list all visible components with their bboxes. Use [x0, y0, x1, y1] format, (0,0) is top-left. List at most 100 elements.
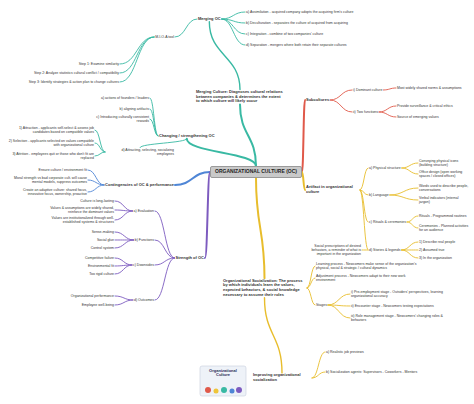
leaf-topic: 1) Attraction - applicants self-select &… [7, 125, 95, 134]
topic-text: Social prescriptions of desired behavior… [305, 244, 361, 256]
leaf-topic: Moral strength vs bad corporate cult. wi… [8, 175, 88, 184]
branch-line [115, 201, 133, 211]
topic-text: a) actions of founders / leaders [101, 96, 149, 100]
leaf-topic: Step 1: Examine similarity [78, 61, 120, 66]
topic-text: Provide surveillance & critical ethics [397, 104, 453, 108]
topic-text: Step 3: Identify strategies & action pla… [29, 80, 119, 84]
leaf-topic: c) Integration - combine of two companie… [245, 31, 324, 36]
topic-text: d) Attracting, selecting, socializing em… [106, 148, 174, 156]
leaf-topic: b) Functions [134, 237, 155, 242]
branch-line [222, 12, 245, 19]
branch-line [95, 143, 105, 152]
leaf-topic: 3) Attrition - employees quit or those w… [7, 151, 95, 160]
topic-text: Learning process - Newcomers make sense … [316, 262, 419, 270]
topic-text: Source of emerging values [397, 115, 439, 119]
leaf-topic: c) Rituals & ceremonies [368, 219, 407, 224]
topic-text: b) aligning artifacts [120, 107, 149, 111]
logo-dot [230, 389, 235, 394]
leaf-topic: 2) Selection - applicants selected on va… [7, 138, 95, 147]
branch-line [312, 372, 325, 378]
topic-text: c) Downsides [133, 263, 154, 267]
topic-text: 2) Assumed true [419, 248, 444, 252]
logo-label: Organizational Culture [203, 369, 243, 378]
topic-text: c) Rituals & ceremonies [369, 220, 406, 224]
branch-line [360, 168, 368, 190]
topic-text: Employee well-being [82, 303, 114, 307]
branch-line [402, 163, 418, 168]
branch-line [222, 19, 245, 45]
branch-topic: Subcultures [305, 97, 330, 103]
leaf-topic: 2) Assumed true [418, 247, 445, 252]
topic-text: Words used to describe people, conversat… [419, 184, 469, 192]
leaf-topic: d) Stories & legends [368, 247, 402, 252]
topic-text: Merging Culture: Diagnoses cultural rela… [196, 90, 284, 104]
branch-line [383, 88, 396, 90]
branch-line [379, 112, 396, 117]
topic-text: Step 2: Analyze statistics cultural conf… [34, 71, 119, 75]
topic-text: Culture is long-lasting [80, 199, 114, 203]
topic-text: b) Socialization agents: Supervisors - C… [326, 370, 417, 374]
topic-text: a) Realistic job previews [326, 350, 364, 354]
branch-topic: Improving organizational socialization [252, 373, 312, 383]
leaf-topic: Conveying physical icons (building struc… [418, 158, 470, 167]
leaf-topic: Office design (open working spaces / clo… [418, 169, 470, 178]
leaf-topic: Social prescriptions of desired behavior… [304, 243, 362, 256]
topic-text: Artifact in organizational culture [306, 185, 359, 194]
topic-text: Organizational Socialization: The proces… [223, 279, 306, 297]
topic-text: b) Deculturation - separates the culture… [246, 21, 348, 25]
leaf-topic: Rituals - Programmed routines [418, 213, 467, 218]
branch-line [187, 139, 256, 166]
branch-line [140, 139, 187, 148]
leaf-topic: Employee well-being [81, 302, 115, 307]
leaf-topic: Environmental fit [87, 263, 115, 268]
topic-text: 3) Attrition - employees quit or those w… [8, 152, 94, 160]
branch-topic: Strength of OC [175, 255, 205, 261]
branch-line [360, 190, 368, 250]
leaf-topic: Control system [90, 245, 115, 250]
topic-text: Environmental fit [88, 264, 114, 268]
topic-text: Organizational performance [71, 294, 114, 298]
leaf-topic: a) Physical structure [368, 165, 402, 170]
topic-text: ORGANIZATIONAL CULTURE (OC) [215, 169, 297, 175]
topic-text: Changing / strengthening OC [159, 134, 215, 139]
branch-topic: Artifact in organizational culture [305, 185, 360, 195]
topic-text: Stages [316, 303, 327, 307]
topic-text: Most widely shared norms & assumptions [397, 86, 462, 90]
leaf-topic: b) aligning artifacts [119, 106, 150, 111]
logo-dot [236, 387, 242, 393]
topic-text: a) Assimilation - acquired company adopt… [246, 10, 353, 14]
central-topic: ORGANIZATIONAL CULTURE (OC) [210, 166, 302, 178]
branch-topic: Organizational Socialization: The proces… [222, 278, 307, 297]
leaf-topic: b) Deculturation - separates the culture… [245, 20, 349, 25]
leaf-topic: b) Language [368, 192, 390, 197]
branch-topic: Merging Culture: Diagnoses cultural rela… [195, 90, 285, 105]
leaf-topic: Words used to describe people, conversat… [418, 183, 470, 192]
branch-line [256, 178, 265, 278]
leaf-topic: a) Evaluation [133, 208, 155, 213]
branch-line [205, 172, 210, 258]
leaf-topic: 1) Describe real people [418, 239, 456, 244]
branch-line [328, 294, 350, 305]
leaf-topic: iii) Role management stage - Newcomers' … [350, 313, 460, 322]
branch-line [115, 240, 134, 248]
branch-line [155, 211, 175, 258]
topic-text: ii) Encounter stage - Newcomers testing … [351, 304, 434, 308]
leaf-topic: Learning process - Newcomers make sense … [315, 261, 420, 270]
topic-text: d) Stories & legends [369, 248, 401, 252]
leaf-topic: Ceremonies - Planned activities for an a… [418, 223, 470, 232]
branch-line [155, 240, 175, 258]
topic-text: b) Language [369, 193, 389, 197]
branch-line [88, 180, 104, 185]
topic-text: iii) Role management stage - Newcomers' … [351, 314, 459, 322]
leaf-topic: Ensure culture / environment fit [38, 167, 88, 172]
leaf-topic: b) Socialization agents: Supervisors - C… [325, 369, 418, 374]
branch-line [115, 265, 132, 274]
branch-line [120, 37, 154, 73]
leaf-topic: Adjustment process - Newcomers adapt to … [315, 273, 420, 282]
branch-topic: Contingencies of OC & performance [104, 182, 175, 188]
topic-text: i) Pre-employment stage - Outsiders' per… [351, 290, 459, 298]
leaf-topic: 3) In the organization [418, 255, 453, 260]
logo-dot [221, 387, 227, 393]
branch-line [328, 305, 350, 318]
leaf-topic: Too rigid culture [88, 271, 115, 276]
